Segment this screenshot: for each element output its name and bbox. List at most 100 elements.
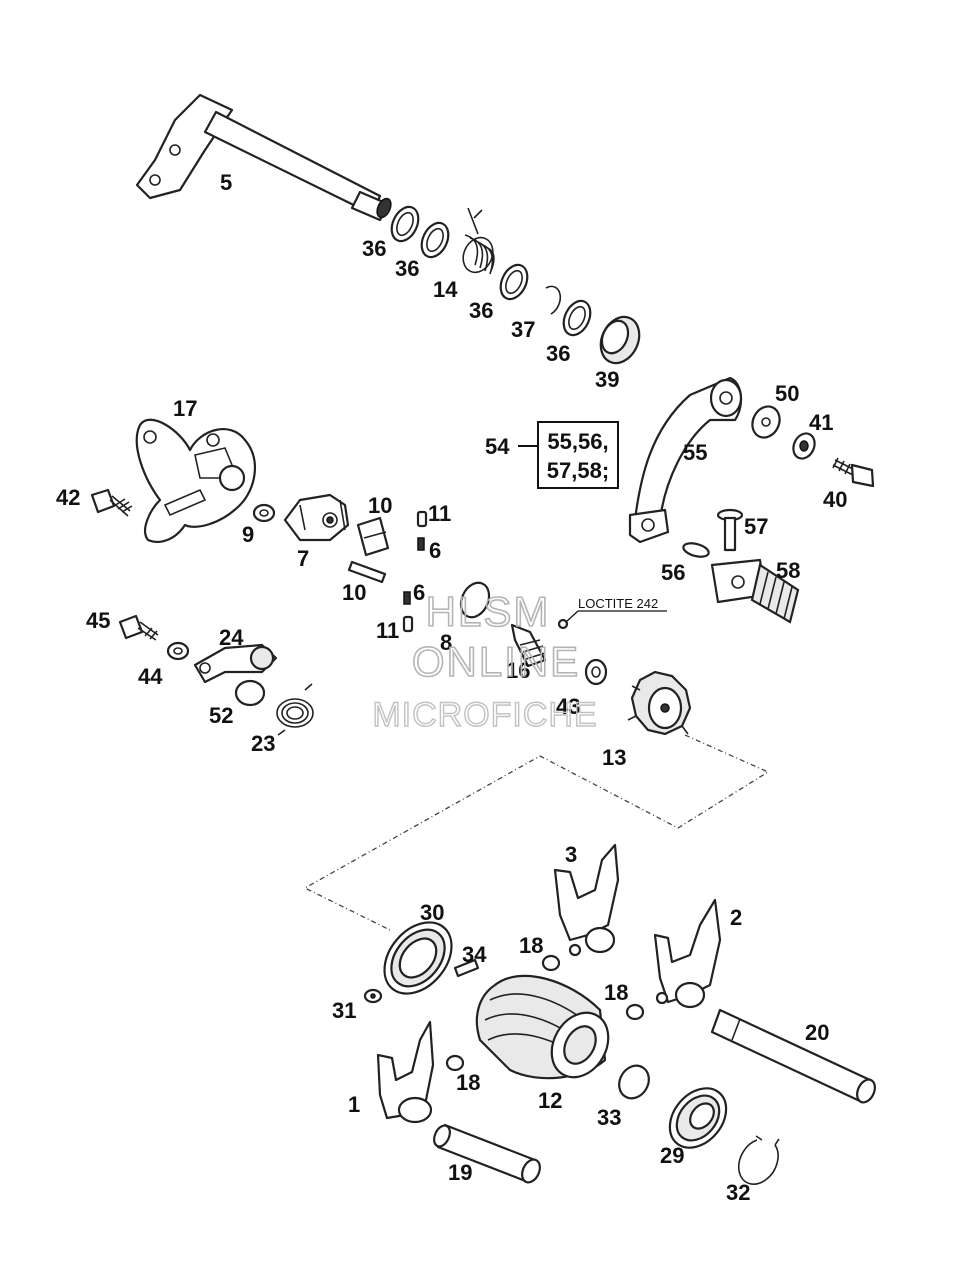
part-14-spring bbox=[462, 207, 495, 275]
label-18-a: 18 bbox=[519, 933, 543, 958]
part-39-seal bbox=[599, 315, 641, 365]
label-36-a: 36 bbox=[362, 236, 386, 261]
part-2-shift-fork bbox=[653, 898, 722, 1009]
label-3: 3 bbox=[565, 842, 577, 867]
part-5-shift-shaft bbox=[135, 93, 392, 222]
callout-54-line1: 55,56, bbox=[547, 429, 608, 454]
label-5: 5 bbox=[220, 170, 232, 195]
label-42: 42 bbox=[56, 485, 80, 510]
watermark-line2: ONLINE bbox=[412, 638, 580, 685]
part-12-shift-drum bbox=[475, 974, 610, 1080]
label-56: 56 bbox=[661, 560, 685, 585]
part-56-clip bbox=[682, 542, 710, 558]
label-58: 58 bbox=[776, 558, 800, 583]
part-17-guide-plate bbox=[135, 418, 256, 543]
part-43-washer bbox=[584, 658, 608, 686]
label-36-c: 36 bbox=[469, 298, 493, 323]
label-6-b: 6 bbox=[413, 580, 425, 605]
part-1-shift-fork bbox=[376, 1020, 435, 1124]
loctite-note: LOCTITE 242 bbox=[565, 596, 667, 623]
label-9: 9 bbox=[242, 522, 254, 547]
part-52-roller bbox=[234, 679, 266, 707]
part-45-bolt bbox=[118, 614, 159, 641]
part-29-bearing bbox=[668, 1087, 728, 1149]
label-33: 33 bbox=[597, 1105, 621, 1130]
label-13: 13 bbox=[602, 745, 626, 770]
label-40: 40 bbox=[823, 487, 847, 512]
label-23: 23 bbox=[251, 731, 275, 756]
part-3-shift-fork bbox=[553, 843, 620, 957]
label-45: 45 bbox=[86, 608, 110, 633]
part-41-bearing bbox=[792, 432, 816, 460]
part-10-pawl-a bbox=[356, 516, 390, 557]
part-19-shaft bbox=[433, 1123, 541, 1184]
label-57: 57 bbox=[744, 514, 768, 539]
part-16-bolt bbox=[510, 618, 569, 668]
part-37-circlip bbox=[545, 285, 562, 315]
label-14: 14 bbox=[433, 277, 458, 302]
part-36-washer-c bbox=[499, 263, 529, 301]
part-18-roller-c bbox=[445, 1054, 465, 1072]
part-57-pin bbox=[716, 508, 744, 552]
label-12: 12 bbox=[538, 1088, 562, 1113]
part-11-pin-a bbox=[416, 510, 428, 528]
part-58-foot-peg bbox=[710, 558, 800, 624]
part-8-washer bbox=[459, 581, 491, 619]
label-24: 24 bbox=[219, 625, 244, 650]
label-10-b: 10 bbox=[342, 580, 366, 605]
label-18-b: 18 bbox=[604, 980, 628, 1005]
label-29: 29 bbox=[660, 1143, 684, 1168]
part-13-shift-drum-star bbox=[627, 670, 692, 736]
part-11-pin-b bbox=[402, 615, 414, 633]
label-43: 43 bbox=[556, 694, 580, 719]
part-50-washer bbox=[751, 405, 781, 439]
label-17: 17 bbox=[173, 396, 197, 421]
part-6-spring-b bbox=[403, 591, 411, 605]
label-19: 19 bbox=[448, 1160, 472, 1185]
watermark-line3: MICROFICHE bbox=[372, 696, 597, 734]
callout-54: 55,56, 57,58; bbox=[518, 421, 619, 489]
part-36-washer-a bbox=[390, 205, 420, 243]
label-44: 44 bbox=[138, 664, 163, 689]
label-54: 54 bbox=[485, 434, 510, 459]
label-55: 55 bbox=[683, 440, 707, 465]
part-9-washer bbox=[252, 503, 276, 523]
part-20-fork-shaft bbox=[710, 1008, 876, 1104]
label-41: 41 bbox=[809, 410, 833, 435]
label-34: 34 bbox=[462, 942, 487, 967]
part-10-pawl-b bbox=[347, 560, 387, 584]
label-30: 30 bbox=[420, 900, 444, 925]
label-32: 32 bbox=[726, 1180, 750, 1205]
label-18-c: 18 bbox=[456, 1070, 480, 1095]
watermark-line1: HLSM bbox=[426, 588, 551, 635]
label-1: 1 bbox=[348, 1092, 360, 1117]
label-10-a: 10 bbox=[368, 493, 392, 518]
part-33-washer bbox=[618, 1064, 650, 1100]
label-50: 50 bbox=[775, 381, 799, 406]
part-32-circlip bbox=[737, 1135, 780, 1185]
part-42-bolt bbox=[90, 488, 133, 517]
dashed-connector bbox=[303, 734, 770, 931]
label-11-a: 11 bbox=[428, 501, 451, 526]
part-55-shift-lever bbox=[628, 376, 743, 544]
part-40-bolt bbox=[832, 457, 875, 488]
label-7: 7 bbox=[297, 546, 309, 571]
label-16: 16 bbox=[506, 658, 530, 683]
label-31: 31 bbox=[332, 998, 356, 1023]
part-24-detent-lever bbox=[193, 643, 278, 684]
part-30-bearing bbox=[383, 921, 453, 995]
part-18-roller-a bbox=[541, 954, 561, 972]
part-36-washer-b bbox=[420, 221, 450, 259]
label-11-b: 11 bbox=[376, 618, 399, 643]
part-36-washer-d bbox=[562, 299, 592, 337]
label-8: 8 bbox=[440, 630, 452, 655]
label-52: 52 bbox=[209, 703, 233, 728]
label-37: 37 bbox=[511, 317, 535, 342]
label-2: 2 bbox=[730, 905, 742, 930]
label-20: 20 bbox=[805, 1020, 829, 1045]
label-36-b: 36 bbox=[395, 256, 419, 281]
loctite-note-text: LOCTITE 242 bbox=[578, 596, 658, 611]
label-36-d: 36 bbox=[546, 341, 570, 366]
callout-54-line2: 57,58; bbox=[547, 458, 609, 483]
